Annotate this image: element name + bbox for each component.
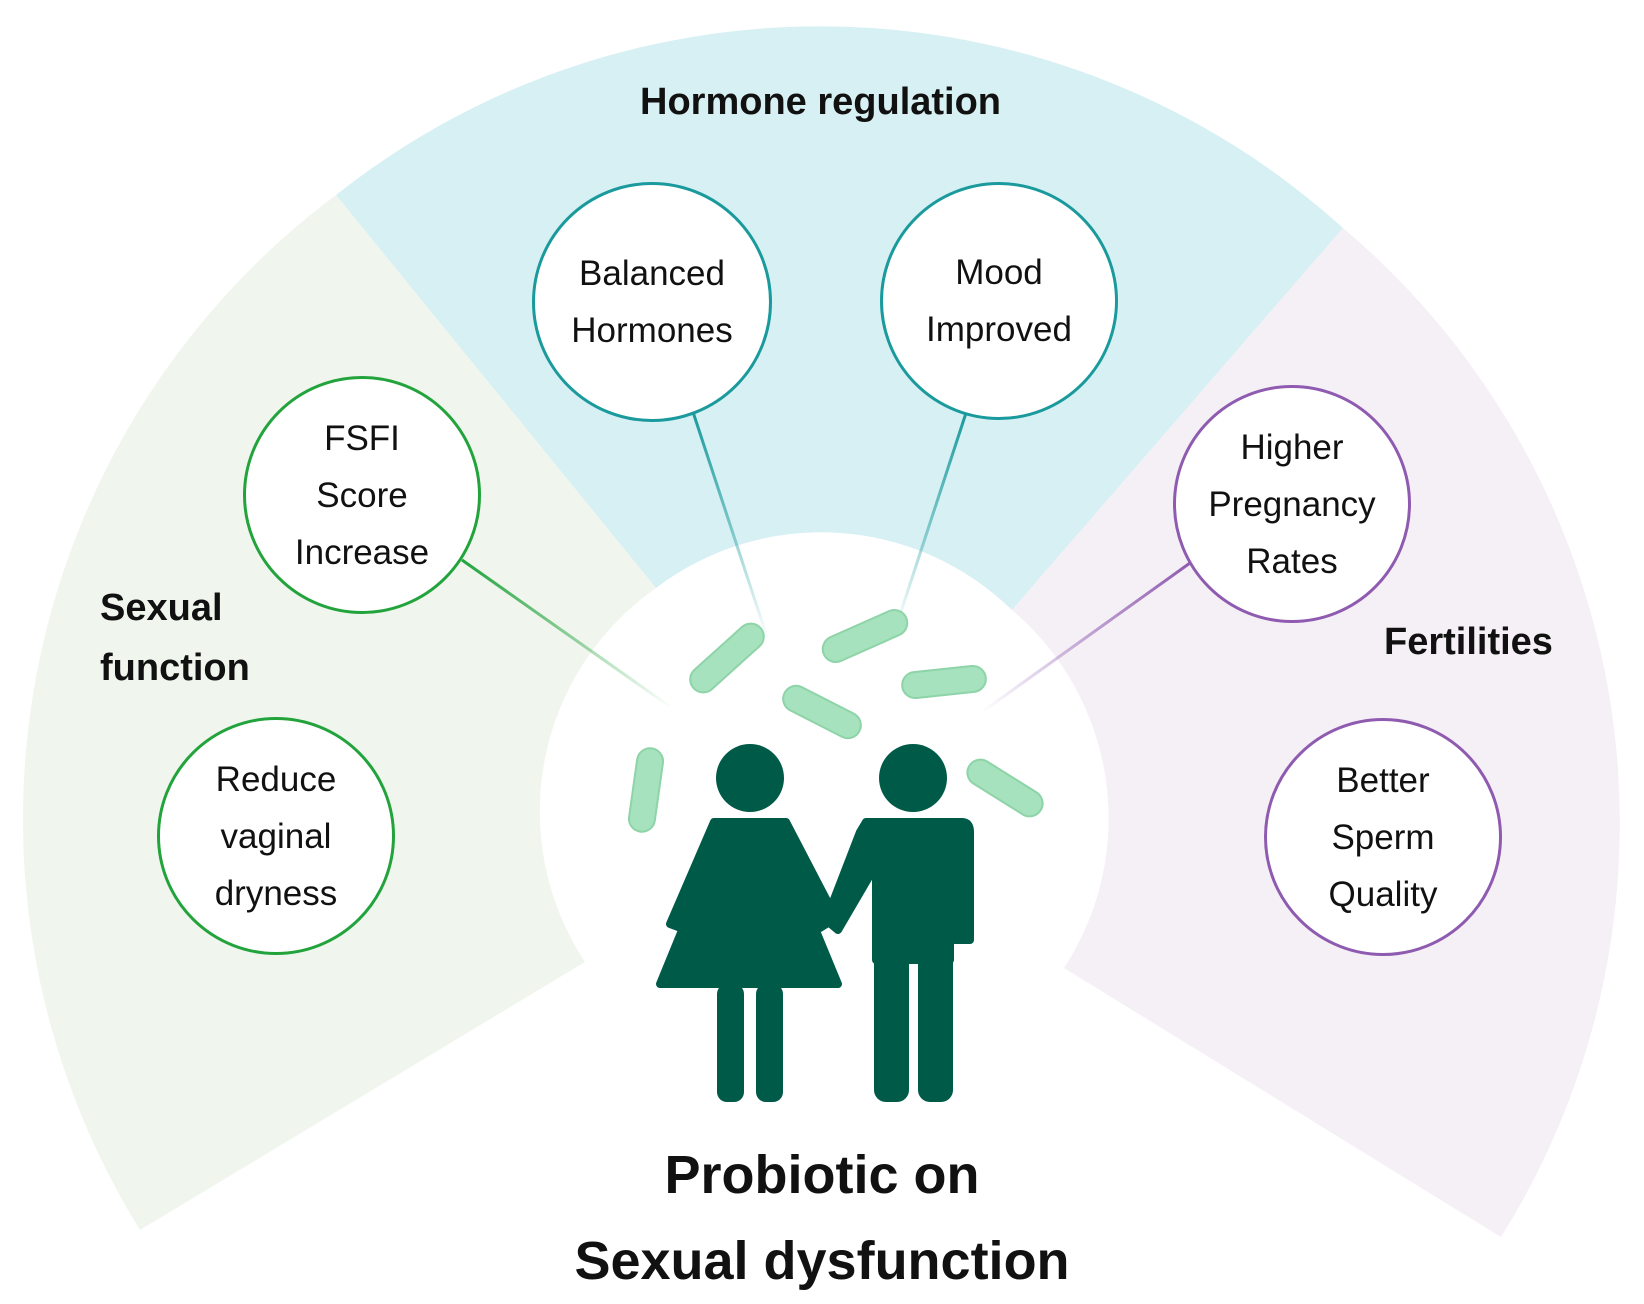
woman-icon <box>656 744 842 1102</box>
bacteria-icon <box>627 608 1044 833</box>
connector-balanced-hormones <box>691 411 770 641</box>
bubble-line: Sperm <box>1331 817 1435 857</box>
sexual-function-line-2: function <box>100 647 250 689</box>
hormone-regulation-sector <box>336 26 1343 611</box>
connector-mood <box>893 412 968 631</box>
fertilities-sector <box>1012 228 1620 1237</box>
hormone-regulation-text: Hormone regulation <box>640 81 1002 123</box>
bubble-line: dryness <box>214 873 338 913</box>
man-icon <box>822 744 974 1102</box>
connector-pregnancy <box>981 561 1191 714</box>
bubble-line: Quality <box>1328 874 1438 914</box>
bubble-line: Better <box>1336 760 1430 800</box>
diagram-title: Probiotic on Sexual dysfunction <box>0 1132 1644 1304</box>
reduce-dryness-bubble: Reduce vaginal dryness <box>157 717 395 955</box>
bacterium <box>901 664 987 700</box>
better-sperm-bubble: Better Sperm Quality <box>1264 718 1502 956</box>
bubble-line: Reduce <box>215 759 337 799</box>
bubble-line: Hormones <box>571 311 733 350</box>
title-line-1: Probiotic on <box>664 1145 980 1205</box>
sexual-function-sector <box>22 195 656 1230</box>
bacterium <box>689 622 765 694</box>
bubble-line: FSFI <box>324 418 400 458</box>
bacterium <box>821 608 909 664</box>
bubble-line: Pregnancy <box>1208 484 1376 524</box>
bubble-line: Balanced <box>579 254 725 293</box>
bacterium <box>966 758 1044 818</box>
mood-improved-bubble: Mood Improved <box>880 182 1118 420</box>
higher-pregnancy-bubble: Higher Pregnancy Rates <box>1173 385 1411 623</box>
bacterium <box>627 747 665 833</box>
balanced-hormones-bubble: Balanced Hormones <box>532 182 772 422</box>
bacterium <box>782 684 862 740</box>
connector-fsfi <box>461 558 673 710</box>
hormone-regulation-label: Hormone regulation <box>640 72 1001 132</box>
fertilities-label: Fertilities <box>1384 612 1553 672</box>
fsfi-score-bubble: FSFI Score Increase <box>243 376 481 614</box>
bubble-line: Higher <box>1240 427 1344 467</box>
bubble-line: vaginal <box>220 816 332 856</box>
bubble-line: Increase <box>294 532 430 572</box>
sexual-function-line-1: Sexual <box>100 587 223 629</box>
bubble-line: Mood <box>955 253 1043 292</box>
fertilities-text: Fertilities <box>1384 621 1553 663</box>
bubble-line: Improved <box>926 310 1072 349</box>
bubble-line: Rates <box>1246 541 1338 581</box>
title-line-2: Sexual dysfunction <box>574 1231 1070 1291</box>
bubble-line: Score <box>316 475 408 515</box>
sexual-function-label: Sexual function <box>100 578 250 698</box>
